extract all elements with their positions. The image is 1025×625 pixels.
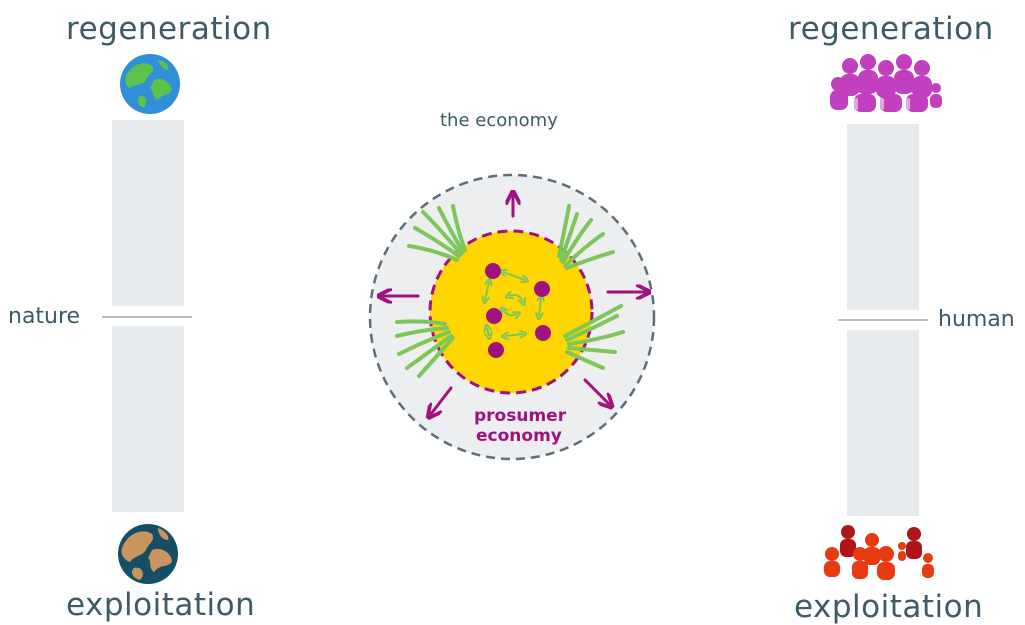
exploited-people-icon: [824, 525, 934, 580]
human-exploitation-bar: [847, 330, 919, 516]
prosumer-label-line1: prosumer: [474, 406, 567, 426]
inflow-right: [563, 304, 625, 370]
prosumer-label-line2: economy: [476, 426, 562, 446]
human-axis-line: [838, 319, 928, 321]
nature-label: nature: [8, 304, 81, 329]
nature-regeneration-bar: [112, 120, 184, 306]
inflow-top-left: [407, 204, 467, 262]
left-exploitation-label: exploitation: [66, 587, 256, 623]
damaged-earth-icon: [118, 524, 178, 584]
prosumer-node: [486, 308, 502, 324]
inflow-bottom-left: [395, 319, 455, 378]
outward-arrow-bottom-left: [431, 386, 453, 414]
prosumer-node: [485, 263, 501, 279]
left-regeneration-label: regeneration: [66, 11, 272, 47]
human-label: human: [938, 307, 1015, 332]
prosumer-node: [488, 342, 504, 358]
economy-diagram: [368, 173, 656, 461]
human-regeneration-bar: [847, 124, 919, 310]
prosumer-node: [534, 281, 550, 297]
nature-exploitation-bar: [112, 326, 184, 512]
healthy-earth-icon: [120, 54, 180, 114]
nature-axis-line: [102, 316, 192, 318]
inflow-top-right: [557, 204, 615, 270]
right-regeneration-label: regeneration: [788, 11, 994, 47]
outward-arrow-bottom-right: [583, 378, 609, 404]
prosumer-node: [535, 325, 551, 341]
community-people-icon: [830, 54, 942, 112]
right-exploitation-label: exploitation: [794, 589, 984, 625]
economy-title: the economy: [440, 110, 558, 131]
